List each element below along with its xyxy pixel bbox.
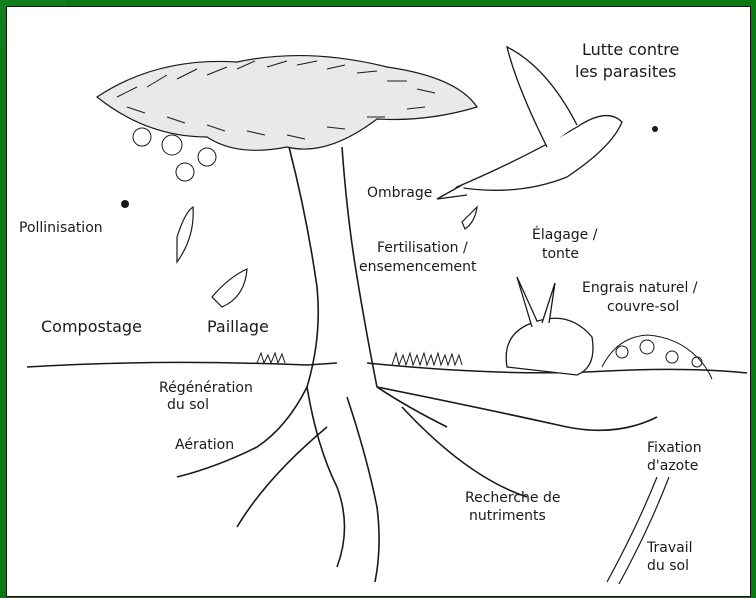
label-elagage-line2: tonte <box>542 246 579 262</box>
falling-leaves <box>177 207 477 307</box>
label-fertilisation-line2: ensemencement <box>359 259 477 275</box>
label-engrais-line1: Engrais naturel / <box>582 280 698 296</box>
ground-cover <box>602 335 712 379</box>
ground-line <box>27 362 747 373</box>
insect-icon <box>652 126 658 132</box>
label-regeneration-line1: Régénération <box>159 380 253 396</box>
label-travail-line1: Travail <box>646 540 692 556</box>
label-pollinisation: Pollinisation <box>19 220 103 236</box>
label-recherche-line2: nutriments <box>469 508 546 524</box>
label-travail-line2: du sol <box>647 558 689 574</box>
label-fixation-line2: d'azote <box>647 458 698 474</box>
label-recherche-line1: Recherche de <box>465 490 560 506</box>
diagram-canvas: Lutte contre les parasites Pollinisation… <box>6 6 751 597</box>
label-lutte-line2: les parasites <box>575 62 676 81</box>
label-paillage: Paillage <box>207 317 269 336</box>
label-engrais-line2: couvre-sol <box>607 299 679 315</box>
tree-canopy <box>97 56 477 151</box>
label-fixation-line1: Fixation <box>647 440 702 456</box>
label-lutte-line1: Lutte contre <box>582 40 679 59</box>
grass <box>257 353 462 365</box>
label-aeration: Aération <box>175 437 234 453</box>
label-fertilisation-line1: Fertilisation / <box>377 240 468 256</box>
bee-icon <box>121 200 129 208</box>
label-ombrage: Ombrage <box>367 185 432 201</box>
label-regeneration-line2: du sol <box>167 397 209 413</box>
label-elagage-line1: Élagage / <box>532 226 598 243</box>
rabbit <box>506 277 593 375</box>
agroforestry-diagram: Lutte contre les parasites Pollinisation… <box>7 7 752 598</box>
label-compostage: Compostage <box>41 317 142 336</box>
